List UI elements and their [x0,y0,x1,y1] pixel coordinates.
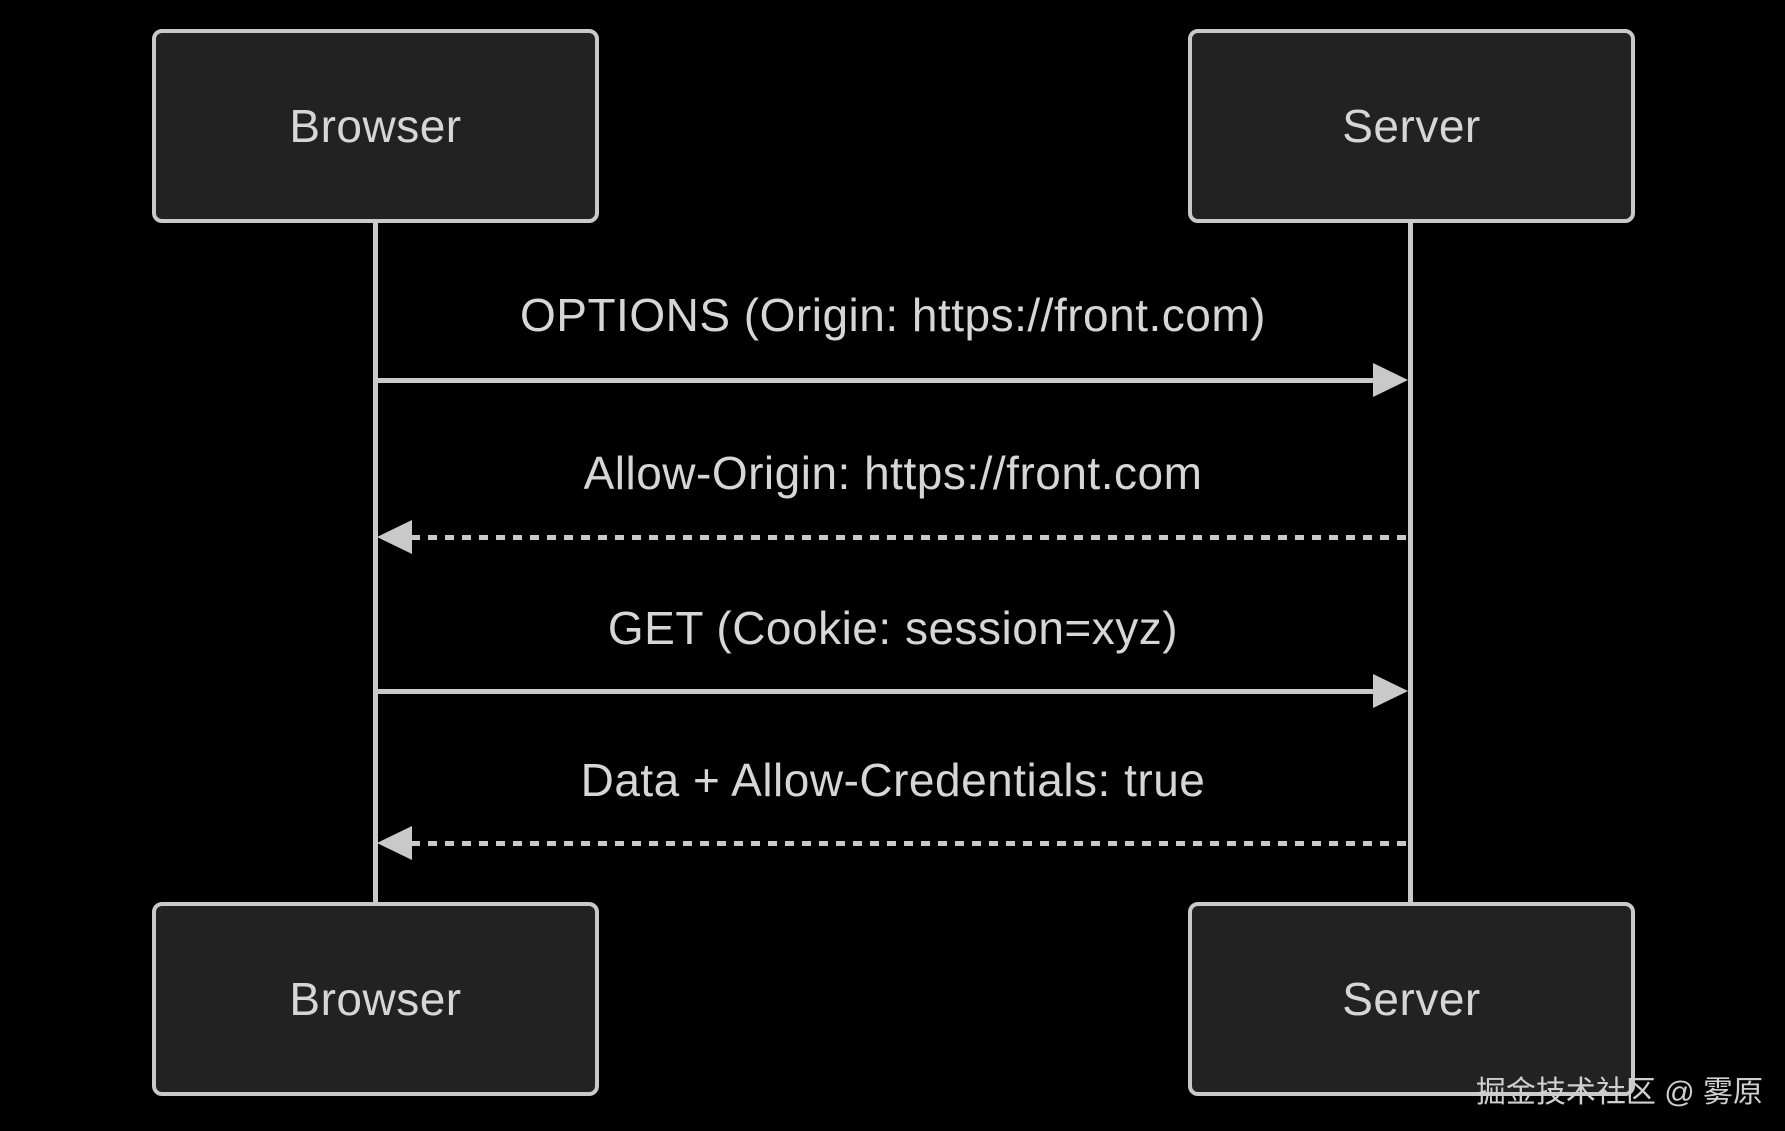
message-label-allow-origin: Allow-Origin: https://front.com [583,447,1203,499]
actor-label-browser-bottom: Browser [289,973,462,1025]
arrowhead-right-icon [1373,363,1408,397]
message-line-allow-origin [411,535,1411,540]
server-lifeline [1408,223,1413,903]
actor-label-server-bottom: Server [1342,973,1481,1025]
watermark: 掘金技术社区 @ 雾原 [1475,1076,1763,1109]
message-label-options: OPTIONS (Origin: https://front.com) [520,289,1266,341]
actor-box-browser-bottom: Browser [152,902,599,1096]
message-label-data-credentials: Data + Allow-Credentials: true [580,754,1206,806]
message-label-get: GET (Cookie: session=xyz) [607,602,1179,654]
actor-box-server-bottom: Server [1188,902,1635,1096]
actor-box-browser-top: Browser [152,29,599,223]
message-line-get [375,689,1375,694]
arrowhead-left-icon [377,520,412,554]
message-line-data-credentials [411,841,1411,846]
browser-lifeline [373,223,378,903]
arrowhead-left-icon [377,826,412,860]
actor-label-server-top: Server [1342,100,1481,152]
message-line-options [375,378,1375,383]
arrowhead-right-icon [1373,674,1408,708]
actor-box-server-top: Server [1188,29,1635,223]
actor-label-browser-top: Browser [289,100,462,152]
